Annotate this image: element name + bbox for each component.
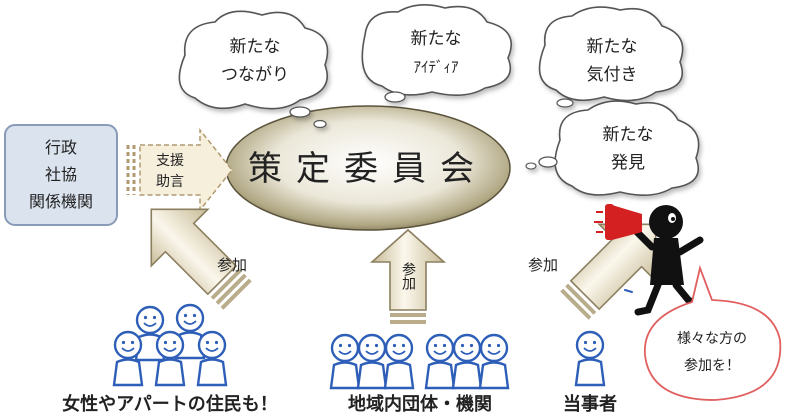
thought-line2: つながり	[221, 65, 289, 85]
support-line1: 支援	[156, 153, 184, 169]
speech-line2: 参加を！	[684, 357, 740, 374]
participation-arrow-center: 参加	[369, 228, 447, 324]
thought-line1: 新たな	[411, 29, 462, 49]
participation-label: 参加	[528, 256, 558, 274]
speech-bubble: 様々な方の 参加を！	[644, 264, 782, 401]
thought-line2: 気付き	[587, 65, 638, 85]
thought-line1: 新たな	[603, 125, 654, 145]
people-group-residents	[112, 303, 228, 387]
committee-label: 策定委員会	[248, 149, 488, 189]
support-arrow: 支援 助言	[126, 127, 233, 213]
admin-line: 行政	[45, 138, 77, 157]
thought-line2: 発見	[611, 153, 645, 173]
group-label-parties: 当事者	[563, 393, 617, 415]
thought-line1: 新たな	[587, 37, 638, 57]
participation-label: 参加	[217, 256, 247, 274]
thought-line2: ｱｲﾃﾞｨｱ	[413, 58, 459, 76]
thought-cloud-connections: 新たな つながり	[178, 10, 329, 129]
admin-box: 行政 社協 関係機関	[4, 124, 118, 226]
admin-line: 社協	[45, 165, 77, 184]
thought-cloud-awareness: 新たな 気付き	[538, 6, 684, 108]
support-line2: 助言	[156, 174, 184, 190]
participation-label: 参加	[400, 261, 416, 291]
people-group-organizations	[329, 333, 510, 390]
people-group-parties	[574, 330, 606, 387]
committee-node: 策定委員会	[225, 105, 511, 231]
speech-line1: 様々な方の	[677, 331, 747, 347]
group-label-organizations: 地域内団体・機関	[348, 393, 492, 415]
group-label-residents: 女性やアパートの住民も！	[62, 393, 278, 415]
thought-cloud-discovery: 新たな 発見	[525, 100, 700, 196]
admin-line: 関係機関	[29, 192, 93, 211]
participation-arrow-left: 参加	[150, 208, 252, 310]
thought-cloud-ideas: 新たな ｱｲﾃﾞｨｱ	[361, 4, 512, 103]
thought-line1: 新たな	[230, 37, 281, 57]
participation-arrow-right: 参加	[528, 223, 657, 320]
